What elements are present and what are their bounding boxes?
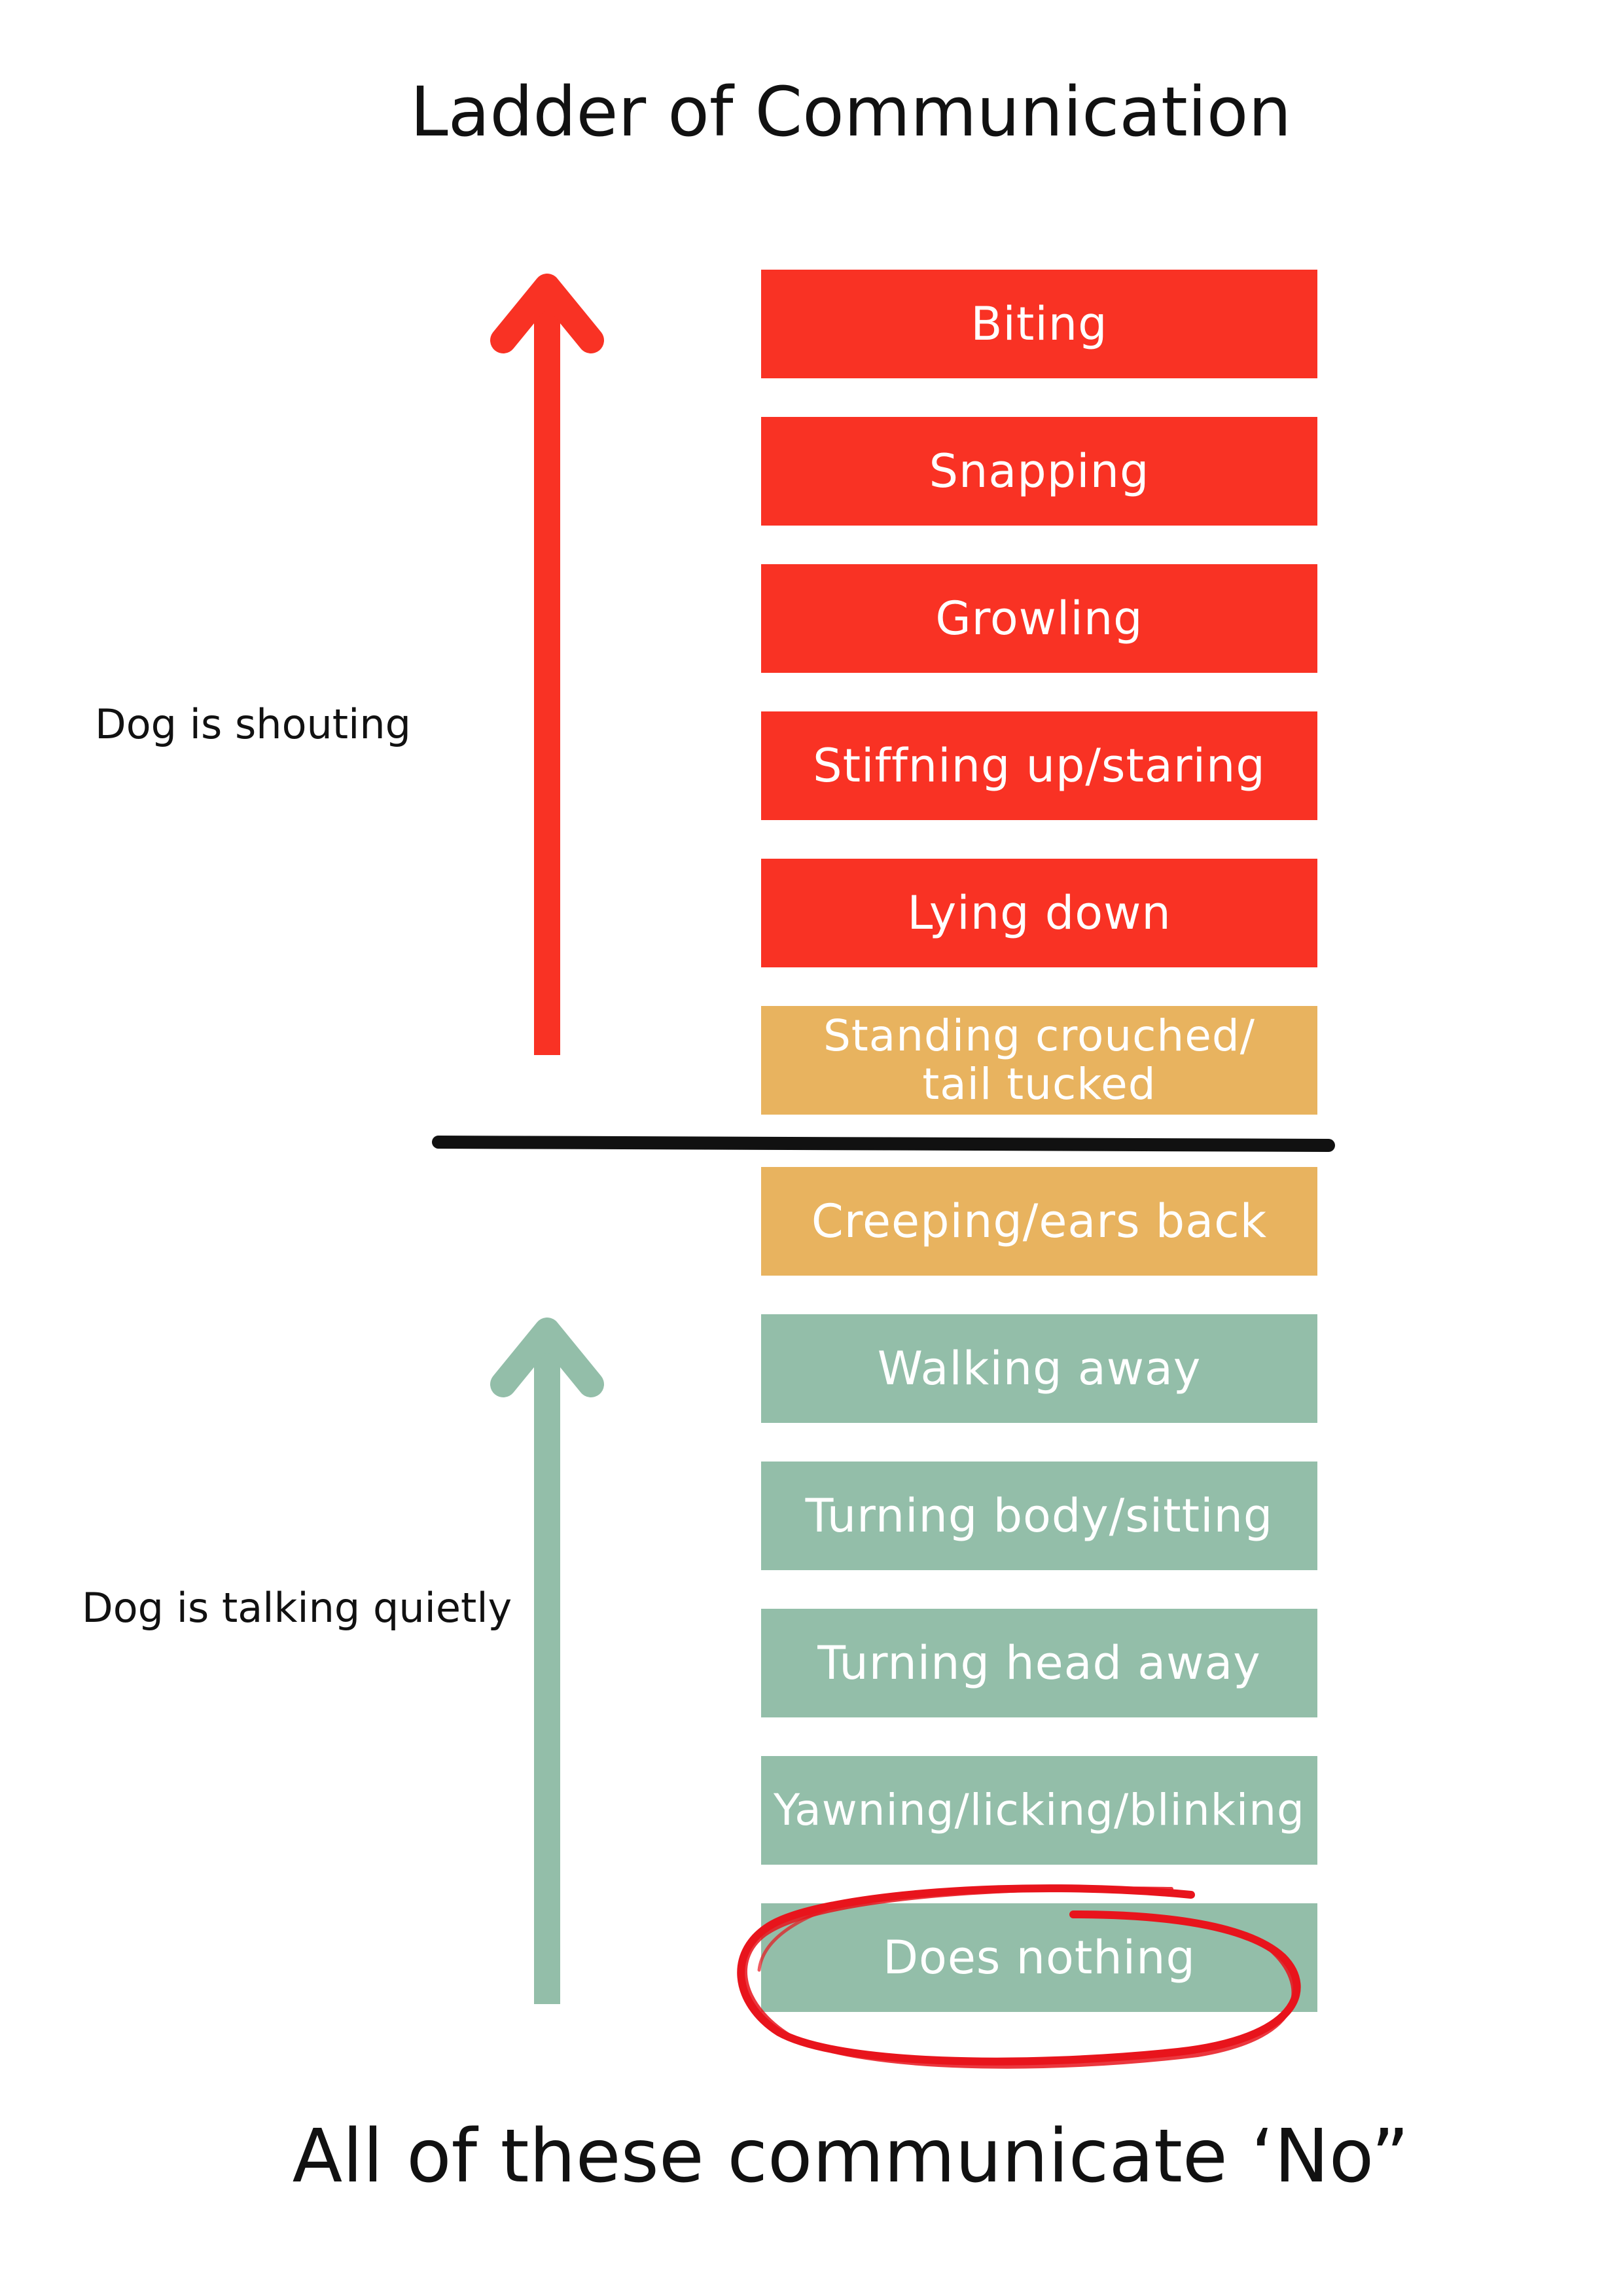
upper-arrow-icon — [490, 274, 604, 1055]
rung-walking-away: Walking away — [761, 1314, 1317, 1423]
lower-arrow-icon — [490, 1318, 604, 2004]
rung-creeping: Creeping/ears back — [761, 1167, 1317, 1276]
rung-stiffening: Stiffning up/staring — [761, 711, 1317, 820]
rung-lying-down: Lying down — [761, 859, 1317, 967]
rung-snapping: Snapping — [761, 417, 1317, 526]
page-title: Ladder of Communication — [410, 72, 1292, 152]
rung-turning-body: Turning body/sitting — [761, 1462, 1317, 1570]
shouting-label: Dog is shouting — [95, 700, 411, 748]
rung-standing-crouched: Standing crouched/ tail tucked — [761, 1006, 1317, 1115]
footer-caption: All of these communicate ‘No” — [292, 2114, 1410, 2199]
rung-turning-head: Turning head away — [761, 1609, 1317, 1717]
rung-growling: Growling — [761, 564, 1317, 673]
rung-biting: Biting — [761, 270, 1317, 378]
rung-yawning: Yawning/licking/blinking — [761, 1756, 1317, 1865]
threshold-divider — [432, 1136, 1335, 1152]
talking-quietly-label: Dog is talking quietly — [82, 1584, 512, 1632]
rung-does-nothing: Does nothing — [761, 1903, 1317, 2012]
